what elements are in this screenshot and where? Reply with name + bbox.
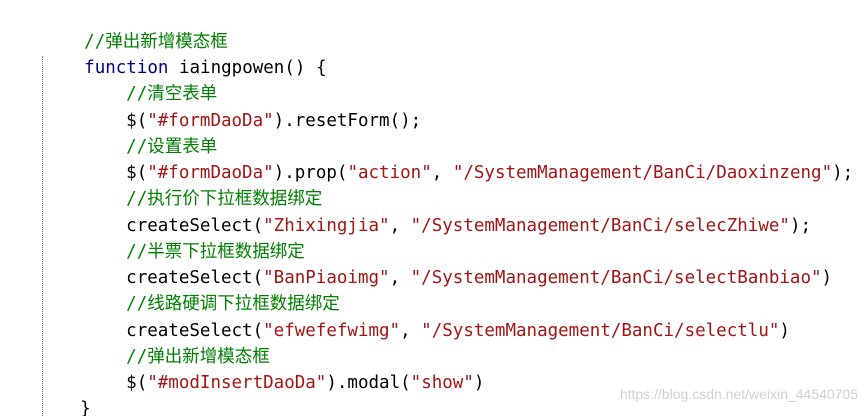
comment: //弹出新增模态框 [126, 347, 270, 367]
code-text: createSelect( [126, 216, 264, 236]
code-text: createSelect( [126, 321, 264, 341]
code-line-3: //清空表单 [84, 55, 217, 104]
string-literal: "BanPiaoimg" [263, 268, 390, 288]
code-line-13: //弹出新增模态框 [84, 318, 270, 367]
comment: //清空表单 [126, 84, 218, 104]
code-text: , [431, 163, 453, 183]
string-literal: "efwefefwimg" [263, 321, 401, 341]
keyword-function: function [84, 58, 169, 78]
string-literal: "#modInsertDaoDa" [147, 373, 327, 393]
function-signature: iaingpowen() { [168, 58, 327, 78]
code-line-7: //执行价下拉框数据绑定 [84, 160, 322, 209]
code-line-1: //弹出新增模态框 [42, 3, 228, 52]
code-text: $( [126, 163, 148, 183]
code-text: ).resetForm(); [273, 111, 422, 131]
code-line-14: $("#modInsertDaoDa").modal("show") [84, 344, 484, 393]
string-literal: "/SystemManagement/BanCi/Daoxinzeng" [452, 163, 833, 183]
comment: //设置表单 [126, 137, 218, 157]
code-line-10: createSelect("BanPiaoimg", "/SystemManag… [84, 239, 832, 288]
string-literal: "Zhixingjia" [263, 216, 390, 236]
code-text: ) [473, 373, 485, 393]
code-line-6: $("#formDaoDa").prop("action", "/SystemM… [84, 134, 853, 183]
code-line-4: $("#formDaoDa").resetForm(); [84, 82, 421, 131]
code-line-8: createSelect("Zhixingjia", "/SystemManag… [84, 187, 811, 236]
comment: //弹出新增模态框 [84, 32, 228, 52]
code-text: , [389, 268, 411, 288]
comment: //半票下拉框数据绑定 [126, 242, 305, 262]
string-literal: "/SystemManagement/BanCi/selecZhiwe" [410, 216, 790, 236]
code-text: ) [779, 321, 790, 341]
code-text: , [389, 216, 411, 236]
code-text: ); [789, 216, 812, 236]
comment: //线路硬调下拉框数据绑定 [126, 294, 340, 314]
code-text: , [400, 321, 422, 341]
watermark-text: https://blog.csdn.net/weixin_44540705 [619, 386, 858, 402]
closing-brace: } [80, 399, 91, 416]
string-literal: "/SystemManagement/BanCi/selectBanbiao" [410, 268, 822, 288]
string-literal: "action" [347, 163, 432, 183]
comment: //执行价下拉框数据绑定 [126, 189, 323, 209]
code-text: ).modal( [326, 373, 411, 393]
code-line-11: //线路硬调下拉框数据绑定 [84, 265, 340, 314]
code-line-15: } [38, 370, 91, 416]
string-literal: "show" [410, 373, 474, 393]
code-line-12: createSelect("efwefefwimg", "/SystemMana… [84, 292, 790, 341]
code-text: $( [126, 111, 148, 131]
code-line-5: //设置表单 [84, 108, 217, 157]
code-text: createSelect( [126, 268, 264, 288]
code-text: ).prop( [273, 163, 348, 183]
code-text: $( [126, 373, 148, 393]
string-literal: "/SystemManagement/BanCi/selectlu" [421, 321, 780, 341]
code-line-2: function iaingpowen() { [42, 29, 326, 78]
indent-guide [42, 56, 43, 416]
code-line-9: //半票下拉框数据绑定 [84, 213, 305, 262]
code-text: ) [821, 268, 833, 288]
string-literal: "#formDaoDa" [147, 111, 274, 131]
code-text: ); [832, 163, 854, 183]
string-literal: "#formDaoDa" [147, 163, 274, 183]
